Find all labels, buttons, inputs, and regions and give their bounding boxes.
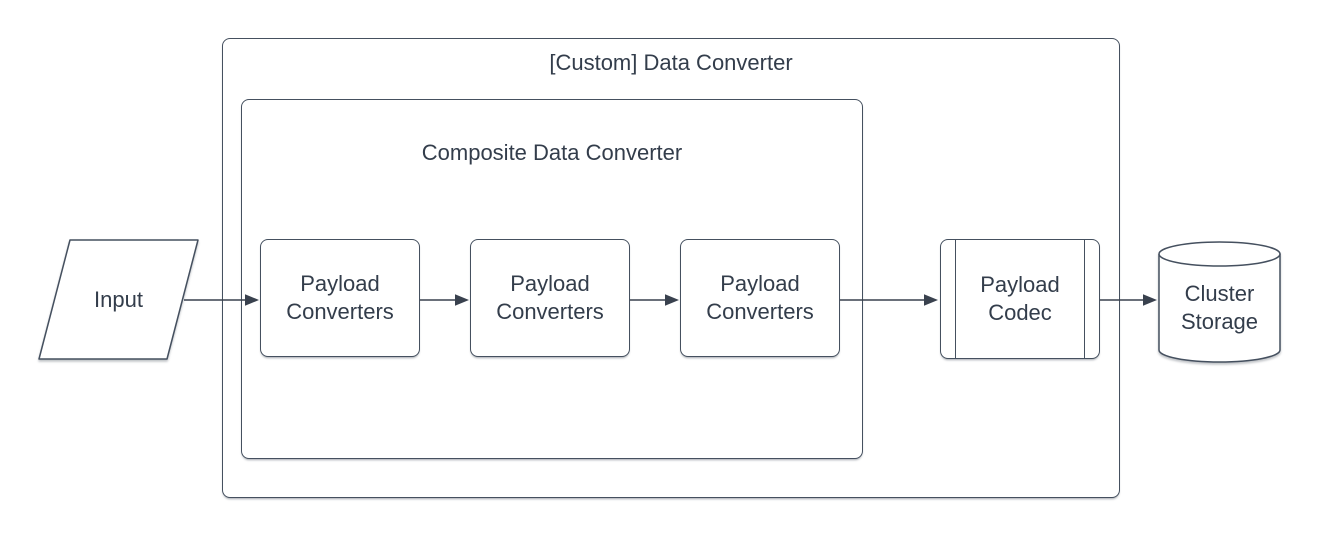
node-payload-converters-2: Payload Converters	[470, 239, 630, 357]
node-payload-converters-3: Payload Converters	[680, 239, 840, 357]
node-payload-converters-1-label: Payload Converters	[286, 271, 394, 324]
node-payload-converters-3-label: Payload Converters	[706, 271, 814, 324]
group-custom-data-converter-label: [Custom] Data Converter	[549, 50, 793, 75]
node-payload-converters-1: Payload Converters	[260, 239, 420, 357]
cylinder-body	[1158, 254, 1281, 363]
input-parallelogram-shape	[38, 239, 199, 360]
node-cluster-storage-label: Cluster Storage	[1180, 281, 1259, 334]
node-payload-codec: Payload Codec	[940, 239, 1100, 359]
codec-right-bar	[1084, 240, 1085, 358]
group-composite-data-converter-label: Composite Data Converter	[421, 140, 683, 165]
node-payload-converters-2-label: Payload Converters	[496, 271, 604, 324]
node-input-label: Input	[94, 286, 143, 312]
cluster-storage-cylinder-shape	[1158, 241, 1281, 363]
cylinder-top-ellipse	[1158, 241, 1281, 267]
codec-left-bar	[955, 240, 956, 358]
node-payload-codec-label: Payload Codec	[980, 272, 1060, 325]
